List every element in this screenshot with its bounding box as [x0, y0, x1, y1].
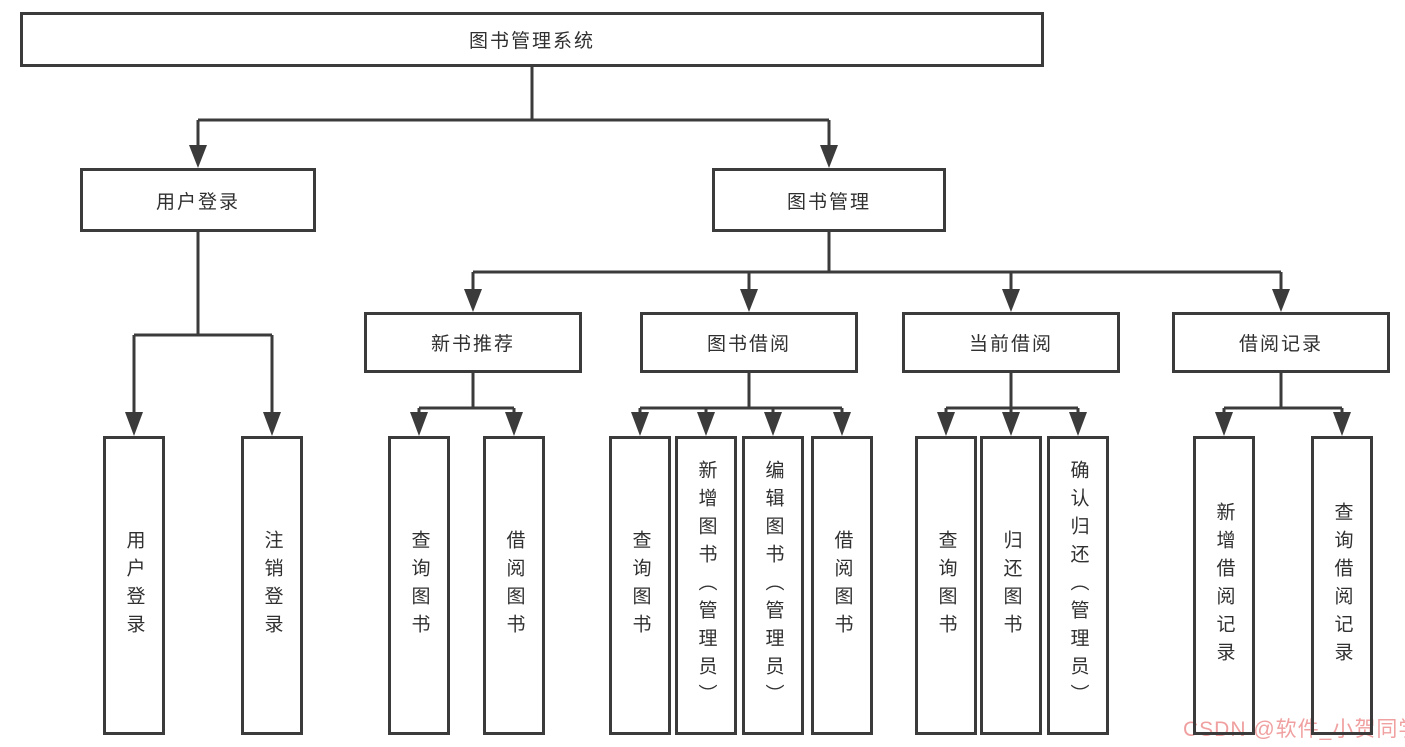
node-user-login: 用户登录	[80, 168, 316, 232]
node-library-management-system: 图书管理系统	[20, 12, 1044, 67]
connector-book-management-children	[464, 232, 1290, 312]
node-leaf-query-books-borrowing: 查询图书	[609, 436, 671, 735]
node-borrow-records: 借阅记录	[1172, 312, 1390, 373]
node-leaf-borrow-books: 借阅图书	[811, 436, 873, 735]
node-label: 新增借阅记录	[1213, 501, 1235, 670]
node-leaf-query-borrow-record: 查询借阅记录	[1311, 436, 1373, 735]
node-book-management: 图书管理	[712, 168, 946, 232]
connector-borrow-records-children	[1215, 373, 1351, 436]
node-label: 当前借阅	[968, 334, 1053, 355]
node-label: 查询图书	[408, 529, 430, 642]
connector-user-login-children	[125, 232, 281, 436]
node-leaf-logout: 注销登录	[241, 436, 303, 735]
node-label: 确认归还（管理员）	[1067, 459, 1089, 712]
connector-new-book-recommendation-children	[410, 373, 523, 436]
node-label: 图书管理系统	[468, 31, 595, 52]
node-current-borrowing: 当前借阅	[902, 312, 1120, 373]
node-label: 归还图书	[1000, 529, 1022, 642]
node-leaf-return-books: 归还图书	[980, 436, 1042, 735]
node-label: 用户登录	[155, 191, 240, 213]
connector-root-to-level2	[189, 67, 838, 168]
node-label: 用户登录	[123, 529, 145, 642]
csdn-watermark: CSDN @软件_小贺同学	[1183, 718, 1405, 741]
node-leaf-query-books-recommend: 查询图书	[388, 436, 450, 735]
connector-book-borrowing-children	[631, 373, 851, 436]
node-label: 查询图书	[629, 529, 651, 642]
node-label: 编辑图书（管理员）	[762, 459, 784, 712]
node-leaf-user-login: 用户登录	[103, 436, 165, 735]
connector-current-borrowing-children	[937, 373, 1087, 436]
node-label: 借阅记录	[1238, 334, 1323, 355]
node-leaf-query-books-current: 查询图书	[915, 436, 977, 735]
node-leaf-edit-book-admin: 编辑图书（管理员）	[742, 436, 804, 735]
node-label: 图书借阅	[706, 334, 791, 355]
node-label: 新书推荐	[430, 334, 515, 355]
node-label: 借阅图书	[503, 529, 525, 642]
node-leaf-borrow-books-recommend: 借阅图书	[483, 436, 545, 735]
node-label: 图书管理	[786, 191, 871, 213]
node-leaf-add-book-admin: 新增图书（管理员）	[675, 436, 737, 735]
node-label: 注销登录	[261, 529, 283, 642]
node-label: 查询图书	[935, 529, 957, 642]
node-label: 新增图书（管理员）	[695, 459, 717, 712]
node-book-borrowing: 图书借阅	[640, 312, 858, 373]
node-leaf-add-borrow-record: 新增借阅记录	[1193, 436, 1255, 735]
node-label: 查询借阅记录	[1331, 501, 1353, 670]
node-new-book-recommendation: 新书推荐	[364, 312, 582, 373]
node-label: 借阅图书	[831, 529, 853, 642]
node-leaf-confirm-return-admin: 确认归还（管理员）	[1047, 436, 1109, 735]
